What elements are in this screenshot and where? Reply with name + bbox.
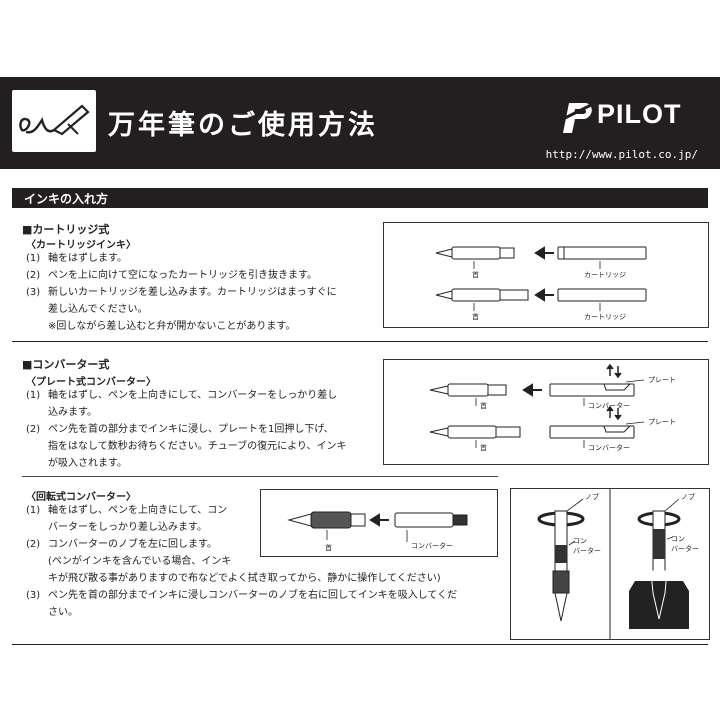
step-text: 指をはなして数秒お待ちください。チューブの復元により、インキ — [48, 441, 347, 452]
step-text: ペン先を首の部分までインキに浸しコンバーターのノブを右に回してインキを吸入してく… — [48, 590, 458, 601]
step-line: が吸入されます。 — [26, 455, 347, 472]
cartridge-subheading: 〈カートリッジインキ〉 — [26, 240, 136, 251]
step-number: (3) — [26, 590, 41, 601]
step-text: キが飛び散る事がありますので布などでよく拭き取ってから、静かに操作してください) — [48, 573, 441, 584]
cartridge-label: カートリッジ — [584, 271, 626, 279]
step-line: (1) 軸をはずし、ペンを上向きにして、コンバーターをしっかり差し — [26, 387, 347, 404]
rotary-converter-diagram-icon: 首 コンバーター — [287, 511, 468, 552]
step-line: さい。 — [26, 604, 457, 621]
step-line: (2) ペン先を首の部分までインキに浸し、プレートを1回押し下げ、 — [26, 421, 347, 438]
cartridge-figure: 首 カートリッジ 首 カートリッジ — [383, 222, 709, 328]
brand-name: PILOT — [597, 99, 682, 129]
knob-diagram-icon: ノブ コン バーター ノブ コン バーター — [537, 489, 699, 639]
neck-label: 首 — [480, 443, 487, 452]
page-title: 万年筆のご使用方法 — [108, 110, 378, 141]
rotary-steps: (1) 軸をはずし、ペンを上向きにして、コン バーターをしっかり差し込みます。 (… — [26, 502, 457, 621]
bottom-rule — [12, 644, 708, 645]
step-number: (2) — [26, 424, 41, 435]
converter-heading: ■コンバーター式 — [22, 358, 110, 371]
neck-label: 首 — [325, 543, 332, 552]
section-divider — [12, 341, 708, 342]
sub-divider — [22, 476, 498, 477]
step-text: さい。 — [48, 607, 78, 618]
cartridge-diagram-icon: 首 カートリッジ 首 カートリッジ — [435, 246, 647, 321]
step-line: 込みます。 — [26, 404, 347, 421]
rotary-knob-figure: ノブ コン バーター ノブ コン バーター — [510, 488, 710, 640]
step-text: 差し込んでください。 — [48, 304, 148, 315]
step-line: バーターをしっかり差し込みます。 — [26, 519, 457, 536]
converter-label-bottom: バーター — [671, 544, 699, 553]
step-text: ※回しながら差し込むと弁が開かないことがあります。 — [48, 321, 296, 332]
step-text: 軸をはずし、ペンを上向きにして、コン — [48, 505, 228, 516]
cartridge-heading: ■カートリッジ式 — [22, 223, 110, 236]
step-line: (1) 軸をはずし、ペンを上向きにして、コン — [26, 502, 457, 519]
step-text: コンバーターのノブを左に回します。 — [48, 539, 217, 550]
step-text: 込みます。 — [48, 407, 97, 418]
step-line: (3) ペン先を首の部分までインキに浸しコンバーターのノブを右に回してインキを吸入… — [26, 587, 457, 604]
step-text: バーターをしっかり差し込みます。 — [48, 522, 207, 533]
step-text: 新しいカートリッジを差し込みます。カートリッジはまっすぐに — [48, 287, 337, 298]
neck-label: 首 — [472, 270, 479, 279]
step-text: ペン先を首の部分までインキに浸し、プレートを1回押し下げ、 — [48, 424, 334, 435]
converter-steps: (1) 軸をはずし、ペンを上向きにして、コンバーターをしっかり差し 込みます。 (… — [26, 387, 347, 472]
pen-logo-icon — [12, 90, 96, 152]
step-number: (2) — [26, 539, 41, 550]
step-text: ペンを上に向けて空になったカートリッジを引き抜きます。 — [48, 270, 317, 281]
step-line: キが飛び散る事がありますので布などでよく拭き取ってから、静かに操作してください) — [26, 570, 457, 587]
rotary-figure: 首 コンバーター — [260, 489, 498, 557]
step-number: (2) — [26, 270, 41, 281]
converter-figure: プレート 首 コンバーター プレート 首 コンバーター — [383, 359, 709, 465]
step-line: 指をはなして数秒お待ちください。チューブの復元により、インキ — [26, 438, 347, 455]
section-bar: インキの入れ方 — [12, 188, 708, 208]
step-text: (ペンがインキを含んでいる場合、インキ — [48, 556, 232, 567]
pilot-mark-icon — [558, 103, 592, 133]
cartridge-label: カートリッジ — [584, 313, 626, 321]
section-title: インキの入れ方 — [24, 192, 109, 206]
step-line: (ペンがインキを含んでいる場合、インキ — [26, 553, 457, 570]
step-text: 軸をはずし、ペンを上向きにして、コンバーターをしっかり差し — [48, 390, 338, 401]
step-text: が吸入されます。 — [48, 458, 127, 469]
step-line: 差し込んでください。 — [26, 301, 337, 318]
converter-label-top: コン — [671, 535, 685, 543]
website-url[interactable]: http://www.pilot.co.jp/ — [545, 148, 698, 161]
plate-label: プレート — [648, 376, 676, 384]
rotary-subheading: 〈回転式コンバーター〉 — [26, 492, 136, 503]
converter-label: コンバーター — [588, 401, 630, 410]
cartridge-steps: (1) 軸をはずします。 (2) ペンを上に向けて空になったカートリッジを引き抜きま… — [26, 250, 337, 335]
step-line: (1) 軸をはずします。 — [26, 250, 337, 267]
converter-subheading: 〈プレート式コンバーター〉 — [26, 377, 156, 388]
neck-label: 首 — [472, 312, 479, 321]
header-banner: 万年筆のご使用方法 PILOT http://www.pilot.co.jp/ — [0, 77, 720, 169]
step-line: (3) 新しいカートリッジを差し込みます。カートリッジはまっすぐに — [26, 284, 337, 301]
plate-converter-diagram-icon: プレート 首 コンバーター プレート 首 コンバーター — [429, 363, 676, 452]
step-text: 軸をはずします。 — [48, 253, 127, 264]
converter-label-top: コン — [573, 537, 587, 545]
plate-label: プレート — [648, 418, 676, 426]
step-line: (2) ペンを上に向けて空になったカートリッジを引き抜きます。 — [26, 267, 337, 284]
step-number: (1) — [26, 390, 41, 401]
knob-label: ノブ — [585, 492, 599, 501]
converter-label: コンバーター — [588, 443, 630, 452]
knob-label: ノブ — [681, 492, 695, 501]
neck-label: 首 — [480, 401, 487, 410]
converter-label-bottom: バーター — [573, 546, 601, 555]
converter-label: コンバーター — [411, 541, 453, 550]
step-number: (3) — [26, 287, 41, 298]
step-number: (1) — [26, 253, 41, 264]
step-number: (1) — [26, 505, 41, 516]
step-line: (2) コンバーターのノブを左に回します。 — [26, 536, 457, 553]
step-line: ※回しながら差し込むと弁が開かないことがあります。 — [26, 318, 337, 335]
